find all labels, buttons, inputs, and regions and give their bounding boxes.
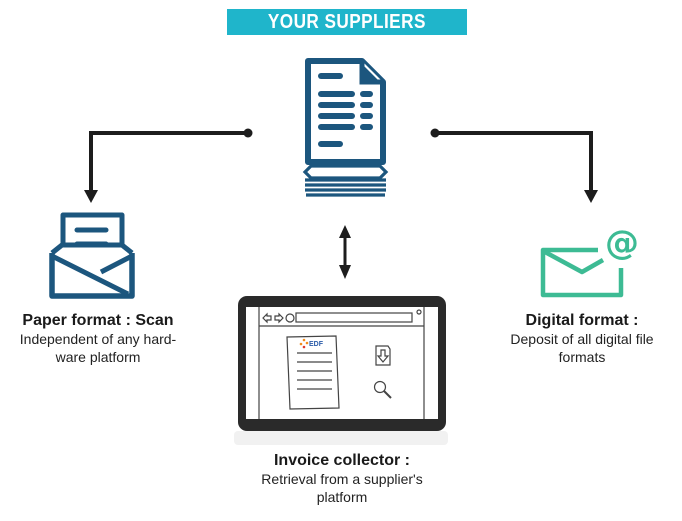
digital-format-title: Digital format : xyxy=(525,312,639,329)
title-banner: YOUR SUPPLIERS xyxy=(227,9,467,35)
digital-format-desc-line1: Deposit of all digital file xyxy=(510,331,654,347)
connector-to-paper xyxy=(84,128,253,203)
open-envelope-icon xyxy=(49,212,135,299)
invoice-collector-title: Invoice collector : xyxy=(273,452,411,469)
digital-format-label: Digital format : Deposit of all digital … xyxy=(484,311,680,366)
paper-format-title: Paper format : Scan xyxy=(22,312,174,329)
digital-format-desc-line2: formats xyxy=(558,349,606,365)
edf-logo: EDF xyxy=(299,338,324,349)
invoice-stack-icon xyxy=(302,58,389,197)
svg-text:@: @ xyxy=(605,223,639,263)
bidirectional-arrow xyxy=(339,225,351,279)
laptop-browser-icon: EDF xyxy=(234,296,448,445)
email-at-icon: @ xyxy=(540,223,639,298)
paper-format-desc-line1: Independent of any hard- xyxy=(19,331,177,347)
connector-to-digital xyxy=(430,128,598,203)
title-text: YOUR SUPPLIERS xyxy=(267,11,426,33)
edf-logo-text: EDF xyxy=(309,341,324,348)
paper-format-label: Paper format : Scan Independent of any h… xyxy=(0,311,196,366)
invoice-collector-desc-line2: platform xyxy=(316,489,368,505)
invoice-collector-desc-line1: Retrieval from a supplier's xyxy=(261,471,423,487)
invoice-collector-label: Invoice collector : Retrieval from a sup… xyxy=(240,451,444,506)
paper-format-desc-line2: ware platform xyxy=(55,349,141,365)
